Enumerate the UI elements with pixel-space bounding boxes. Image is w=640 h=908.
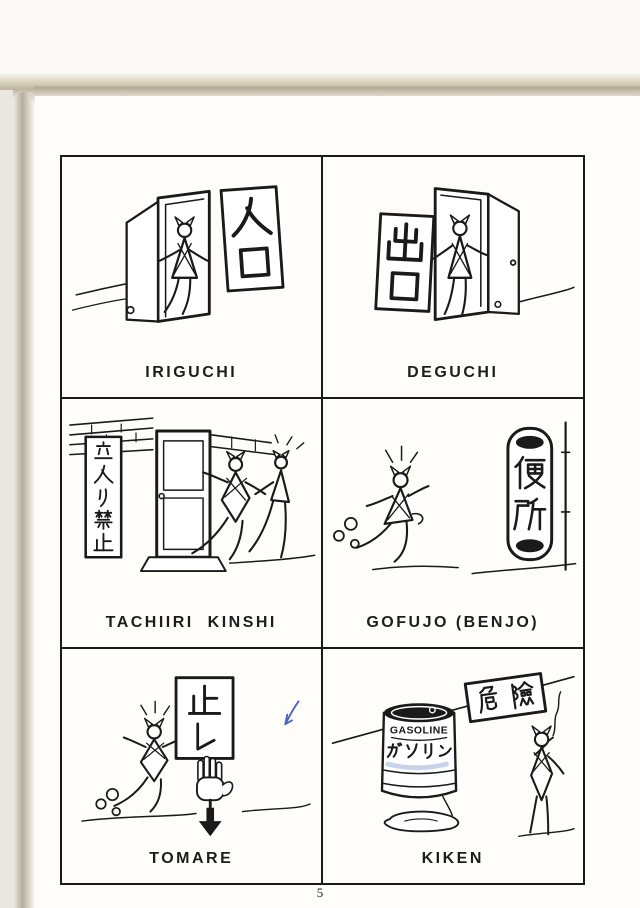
toilet-door	[560, 421, 570, 571]
stick-figure-pulling	[248, 434, 305, 559]
blue-pen-mark	[284, 700, 300, 726]
scan-edge-gutter	[0, 90, 13, 908]
panel-deguchi: DEGUCHI	[323, 157, 584, 397]
stick-figure-entering	[158, 216, 209, 315]
no-entry-sign	[84, 435, 123, 559]
ground-line	[515, 286, 575, 304]
panel-caption: TACHIIRI KINSHI	[105, 614, 277, 631]
ground-line	[517, 827, 575, 838]
blue-ink-smudge	[384, 761, 449, 771]
fuel-puddle	[383, 810, 459, 833]
door-knob	[509, 259, 516, 266]
door-knob	[158, 492, 165, 500]
door-stopper-ball	[493, 300, 502, 309]
cat-ears	[174, 216, 195, 227]
toilet-sign	[505, 426, 553, 562]
deguchi-illustration	[373, 187, 575, 322]
iriguchi-illustration	[71, 185, 285, 323]
entrance-sign	[219, 185, 285, 293]
panel-caption: IRIGUCHI	[145, 364, 238, 381]
stick-figure-held-back	[191, 450, 267, 561]
panel-iriguchi: IRIGUCHI	[62, 157, 323, 397]
open-door	[433, 187, 520, 322]
door-stopper-ball	[126, 305, 135, 315]
panel-tachiiri-kinshi: TACHIIRI KINSHI	[62, 397, 323, 647]
drum-cap	[428, 706, 436, 714]
gofujo-illustration	[332, 421, 576, 575]
panel-tomare: TOMARE	[62, 647, 323, 883]
thumb	[221, 781, 234, 797]
kiken-illustration: GASOLINE	[331, 672, 575, 838]
dust-puffs	[332, 517, 360, 549]
panel-caption: GOFUJO (BENJO)	[366, 614, 540, 631]
cat-ears	[449, 214, 470, 225]
scan-edge-left	[13, 92, 35, 908]
drum-label-english: GASOLINE	[389, 726, 447, 737]
brick-wall	[69, 417, 276, 456]
stick-figure-exiting	[431, 214, 488, 317]
ground-lines	[81, 803, 311, 822]
panel-kiken: GASOLINE	[322, 647, 583, 883]
alarm-marks	[274, 434, 305, 450]
tail	[411, 512, 423, 525]
ground-lines	[371, 562, 576, 575]
drip-line	[441, 795, 453, 817]
tomare-illustration	[81, 676, 311, 837]
stick-figure-smoking	[528, 691, 564, 836]
panel-caption: KIKEN	[421, 850, 484, 867]
door-step	[139, 556, 227, 573]
tachiiri-kinshi-illustration	[69, 417, 316, 573]
open-door	[125, 189, 211, 323]
stick-figure-stopping	[113, 700, 186, 813]
stop-hand	[196, 755, 234, 802]
closed-door	[139, 429, 227, 573]
drum-ribs	[380, 769, 457, 788]
panel-caption: TOMARE	[149, 850, 234, 867]
stick-figure-running	[355, 445, 429, 563]
gasoline-drum: GASOLINE	[380, 703, 457, 799]
alarm-marks	[140, 700, 171, 716]
page-number: 5	[316, 885, 324, 900]
exit-sign	[373, 212, 435, 313]
vocab-panel-table: IRIGUCHI	[60, 155, 585, 885]
alarm-marks	[384, 445, 418, 463]
danger-sign	[463, 672, 547, 724]
scan-edge-top-line	[34, 86, 640, 89]
panel-caption: DEGUCHI	[407, 364, 499, 381]
panel-gofujo: GOFUJO (BENJO)	[322, 397, 583, 647]
hinges	[560, 451, 570, 513]
down-arrow	[198, 807, 222, 837]
dust-puffs	[95, 787, 121, 817]
smoke	[551, 691, 561, 737]
ground-line	[228, 554, 316, 564]
stop-sign	[174, 676, 235, 760]
